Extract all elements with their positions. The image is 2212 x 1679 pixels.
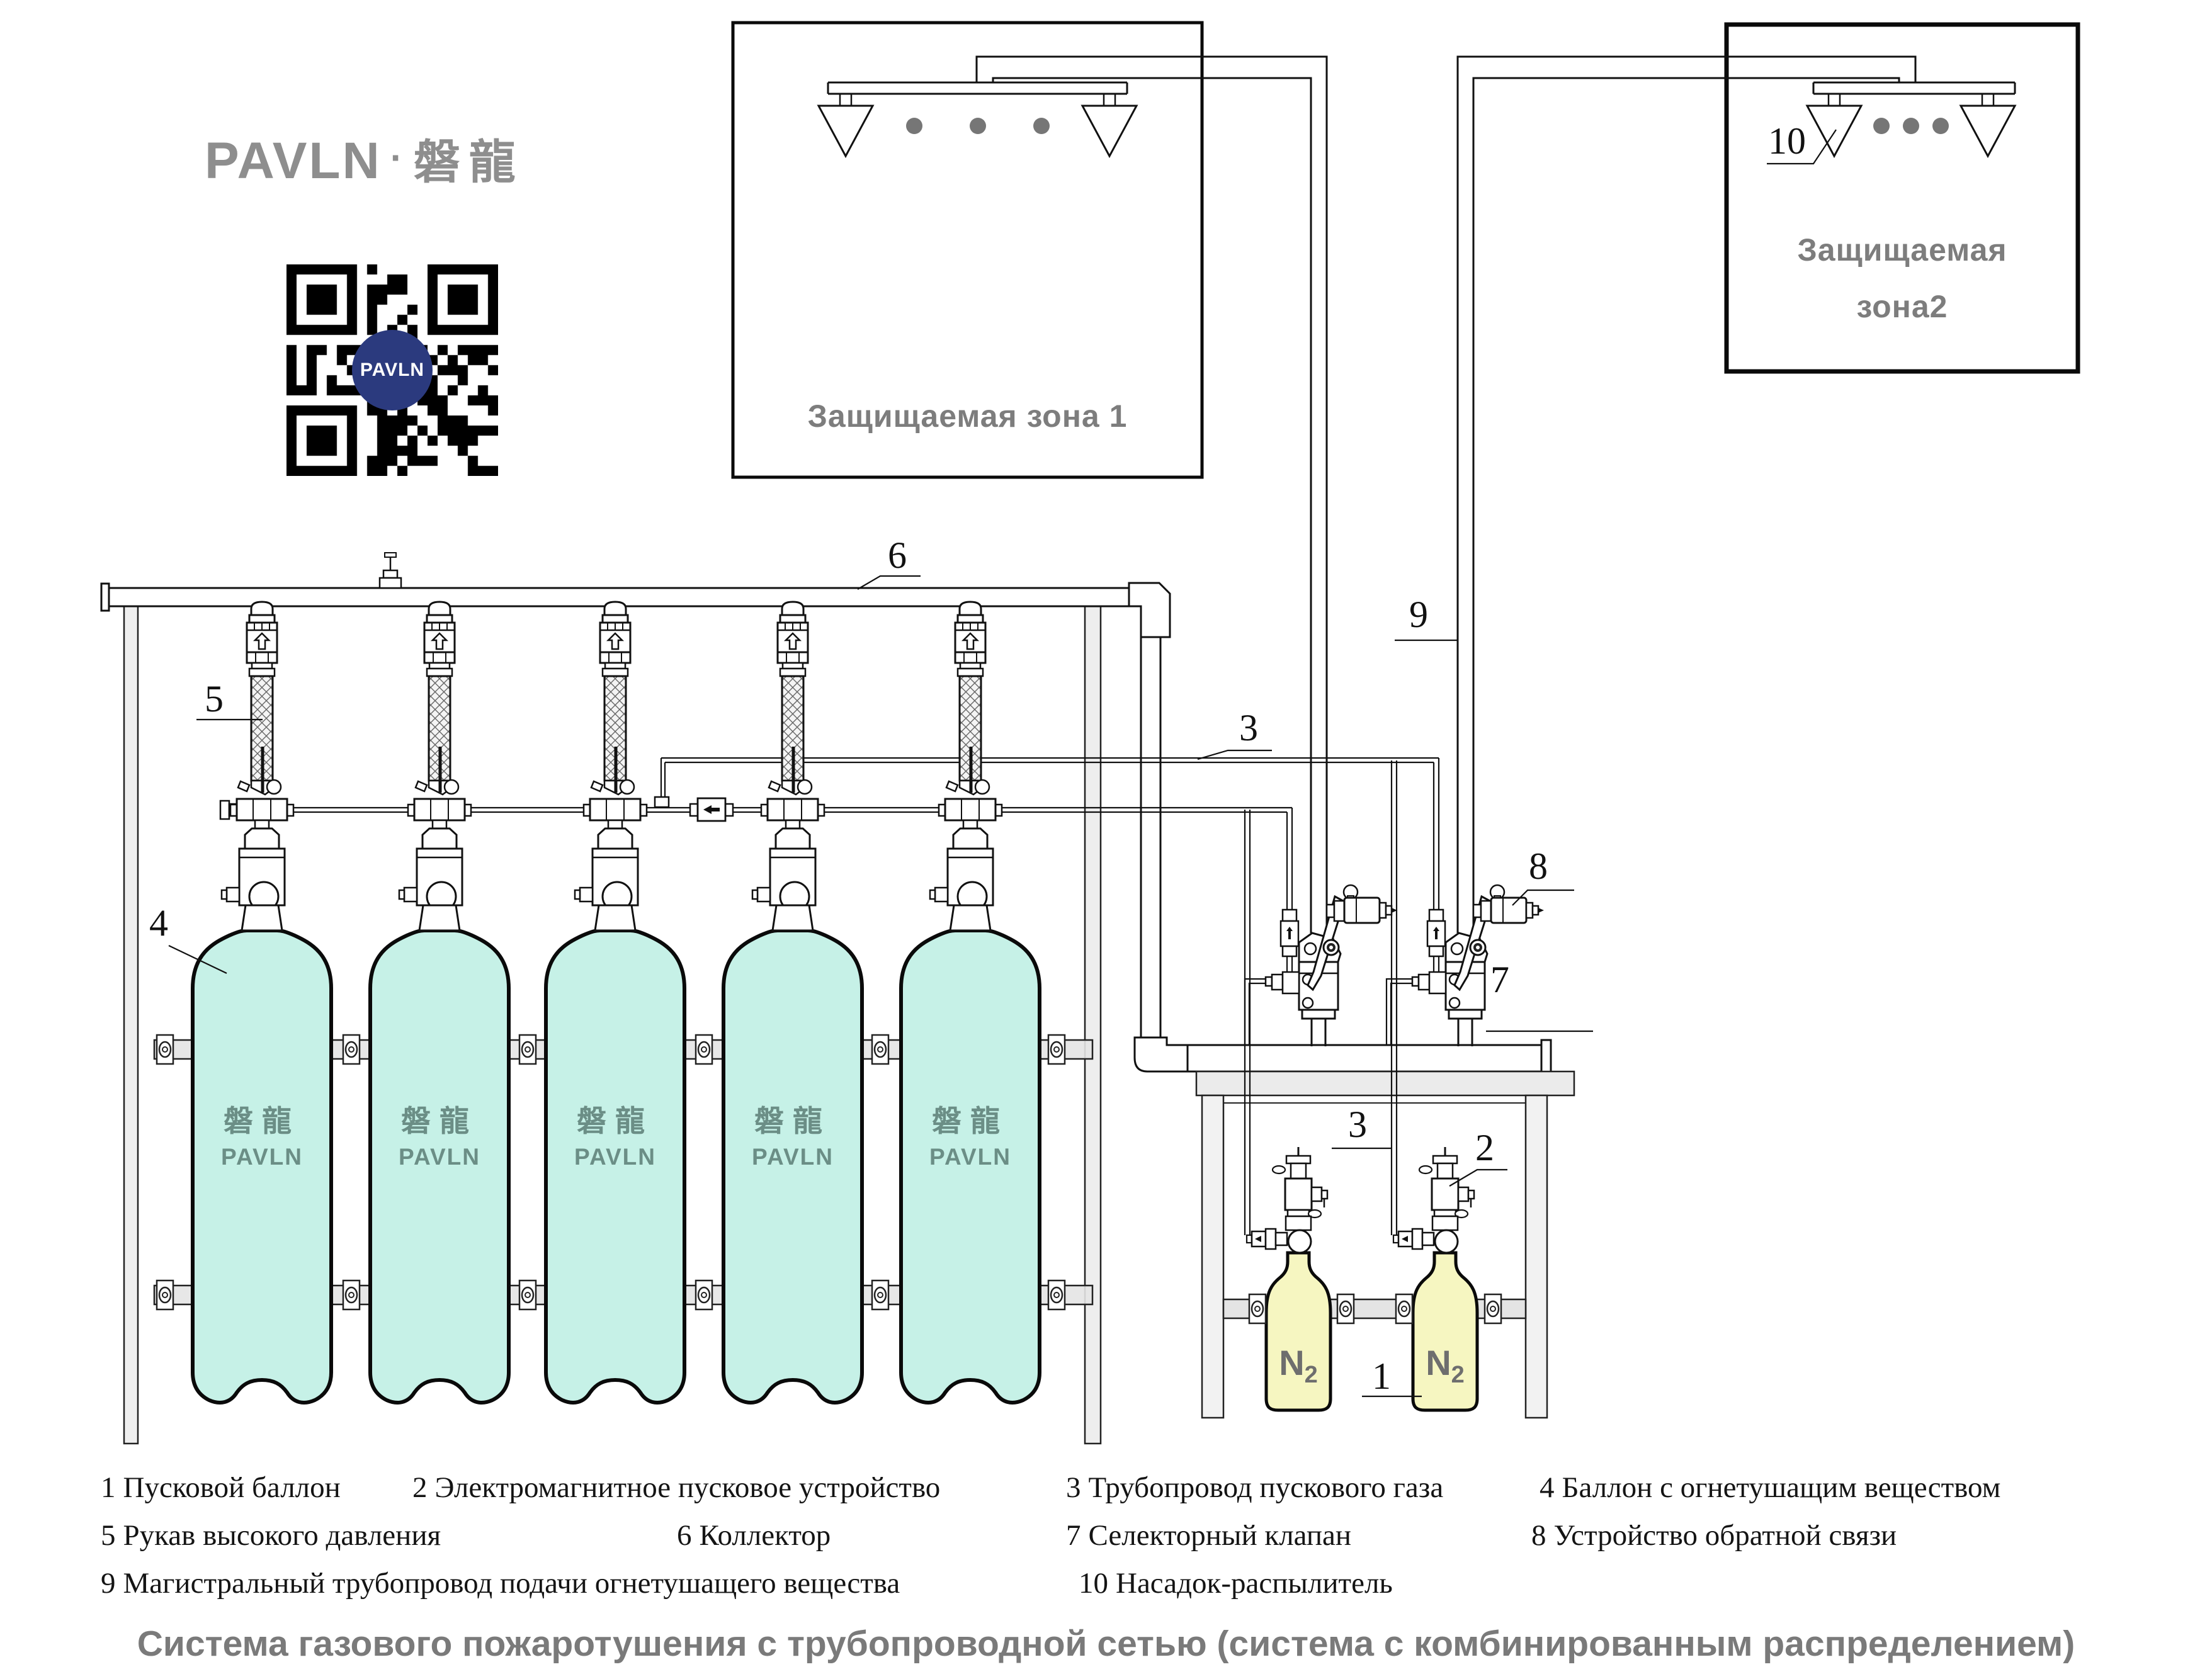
- callout-3-upper: 3: [1239, 707, 1258, 749]
- brand-logo-cjk: 磐龍: [413, 136, 525, 188]
- cylinder-brand-cjk: 磐龍: [754, 1104, 831, 1138]
- pilot-line-fittings: [219, 796, 734, 822]
- callout-6: 6: [888, 534, 907, 577]
- cylinder-brand-cjk: 磐龍: [401, 1104, 478, 1138]
- cylinder-brand-4: 磐龍 PAVLN: [717, 1097, 868, 1170]
- callout-10: 10: [1768, 120, 1806, 162]
- callout-4: 4: [149, 902, 168, 944]
- cylinder-brand-latin: PAVLN: [399, 1144, 480, 1170]
- brand-logo-separator: ·: [390, 137, 405, 179]
- cylinder-brand-5: 磐龍 PAVLN: [895, 1097, 1046, 1170]
- collector-pipe: [100, 552, 1552, 1078]
- brand-logo-latin: PAVLN: [205, 132, 382, 189]
- n2-gas: N: [1279, 1343, 1305, 1382]
- agent-cylinder-1: [193, 602, 331, 1403]
- callout-1: 1: [1372, 1355, 1391, 1398]
- n2-subscript: 2: [1304, 1362, 1318, 1389]
- cylinder-brand-cjk: 磐龍: [932, 1104, 1009, 1138]
- cylinder-brand-latin: PAVLN: [929, 1144, 1011, 1170]
- n2-label-left: N2: [1248, 1342, 1349, 1389]
- cylinder-brand-latin: PAVLN: [752, 1144, 834, 1170]
- n2-label-right: N2: [1395, 1342, 1495, 1389]
- zone2-label-line1: Защищаемая: [1797, 232, 2007, 268]
- n2-subscript: 2: [1451, 1362, 1465, 1389]
- agent-cylinder-4: [723, 602, 862, 1403]
- cylinder-brand-cjk: 磐龍: [224, 1104, 300, 1138]
- agent-cylinder-5: [901, 602, 1040, 1403]
- n2-gas: N: [1426, 1343, 1451, 1382]
- cylinder-brand-latin: PAVLN: [574, 1144, 656, 1170]
- zone2-label-line2: зона2: [1856, 289, 1948, 324]
- zone1-label: Защищаемая зона 1: [807, 399, 1128, 434]
- callout-8: 8: [1529, 845, 1548, 888]
- cylinder-brand-cjk: 磐龍: [577, 1104, 654, 1138]
- qr-center-badge: PAVLN: [352, 330, 433, 410]
- qr-code: PAVLN: [286, 264, 498, 476]
- callout-9: 9: [1409, 594, 1428, 636]
- selector-valve-right: [1411, 895, 1492, 1048]
- selector-valve-left: [1264, 895, 1346, 1048]
- cylinder-brand-1: 磐龍 PAVLN: [186, 1097, 337, 1170]
- brand-logo: PAVLN·磐龍: [205, 125, 525, 192]
- cylinder-brand-3: 磐龍 PAVLN: [540, 1097, 691, 1170]
- callout-2: 2: [1475, 1127, 1494, 1169]
- leader-lines: [168, 129, 1837, 1398]
- callout-3-lower: 3: [1348, 1104, 1367, 1146]
- feedback-device-left: [1325, 884, 1398, 924]
- cylinder-brand-latin: PAVLN: [221, 1144, 303, 1170]
- callout-7: 7: [1490, 959, 1509, 1001]
- diagram-title: Система газового пожаротушения с трубопр…: [137, 1624, 2075, 1664]
- agent-cylinder-3: [546, 602, 684, 1403]
- zone1-box: [731, 21, 1204, 479]
- main-pipes: [827, 55, 2016, 933]
- callout-5: 5: [205, 678, 224, 720]
- nozzle-ellipsis-dots: [906, 118, 1949, 134]
- cylinder-brand-2: 磐龍 PAVLN: [364, 1097, 515, 1170]
- agent-cylinder-2: [370, 602, 509, 1403]
